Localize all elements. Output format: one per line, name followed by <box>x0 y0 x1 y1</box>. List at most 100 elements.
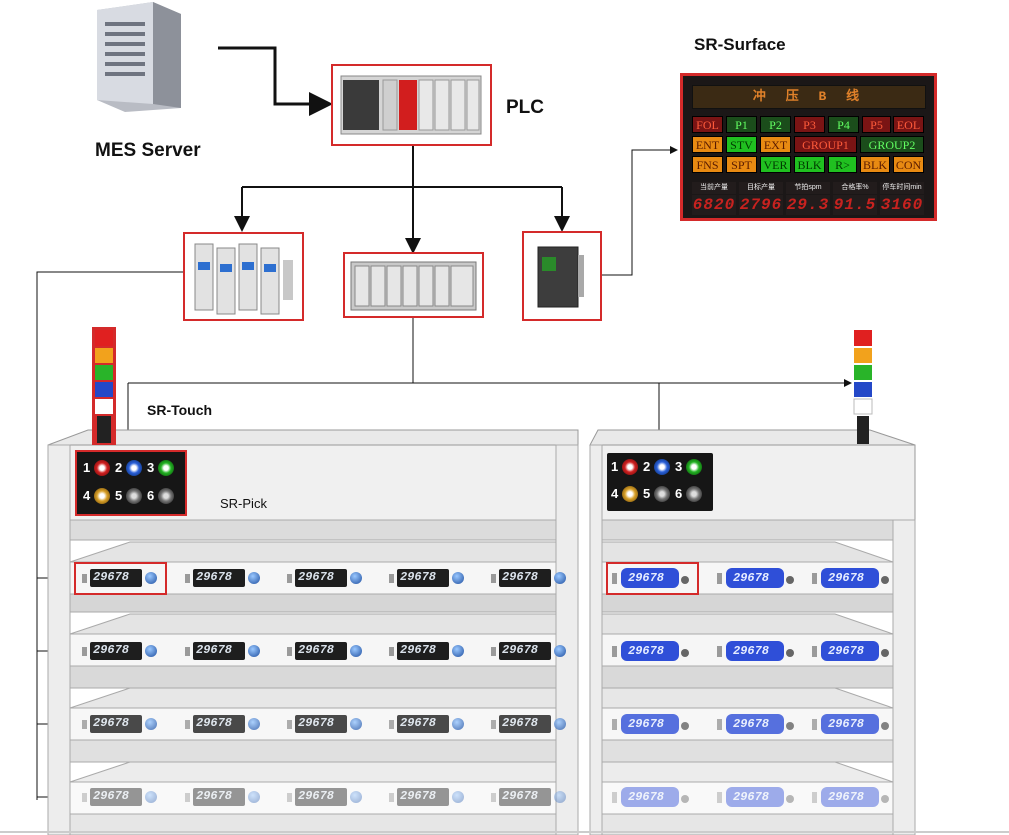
gray-button[interactable] <box>158 488 174 504</box>
yellow-button[interactable] <box>94 488 110 504</box>
pick-display[interactable]: 29678 <box>185 640 263 662</box>
confirm-button[interactable] <box>452 718 464 730</box>
confirm-button[interactable] <box>350 791 362 803</box>
pick-display[interactable]: 29678 <box>717 640 797 662</box>
confirm-button[interactable] <box>554 645 566 657</box>
pick-display[interactable]: 29678 <box>491 713 569 735</box>
sr-touch-panel-left[interactable]: 1 2 3 4 5 6 <box>75 450 187 516</box>
confirm-button[interactable] <box>786 649 794 657</box>
confirm-button[interactable] <box>145 645 157 657</box>
pick-display[interactable]: 29678 <box>389 786 467 808</box>
pick-display[interactable]: 29678 <box>287 640 365 662</box>
pick-display[interactable]: 29678 <box>185 713 263 735</box>
confirm-button[interactable] <box>786 576 794 584</box>
pick-display[interactable]: 29678 <box>812 786 889 808</box>
green-button[interactable] <box>686 459 702 475</box>
pick-display[interactable]: 29678 <box>812 713 889 735</box>
pick-display[interactable]: 29678 <box>612 713 692 735</box>
board-cell: P2 <box>760 116 791 133</box>
gray-button[interactable] <box>654 486 670 502</box>
confirm-button[interactable] <box>248 791 260 803</box>
sr-touch-label: SR-Touch <box>147 402 213 418</box>
confirm-button[interactable] <box>681 576 689 584</box>
confirm-button[interactable] <box>786 722 794 730</box>
confirm-button[interactable] <box>881 649 889 657</box>
tile-label: 当前产量 <box>692 182 736 194</box>
gray-button[interactable] <box>126 488 142 504</box>
pick-display[interactable]: 29678 <box>491 567 569 589</box>
sr-touch-panel-right[interactable]: 1 2 3 4 5 6 <box>607 453 713 511</box>
confirm-button[interactable] <box>881 722 889 730</box>
pick-display[interactable]: 29678 <box>82 640 160 662</box>
pick-display[interactable]: 29678 <box>389 713 467 735</box>
confirm-button[interactable] <box>452 572 464 584</box>
confirm-button[interactable] <box>681 795 689 803</box>
pick-number: 2 <box>643 459 651 474</box>
confirm-button[interactable] <box>554 791 566 803</box>
display-value: 29678 <box>400 570 437 584</box>
pick-display[interactable]: 29678 <box>612 640 692 662</box>
board-cell: FNS <box>692 156 723 173</box>
pick-number: 4 <box>611 486 619 501</box>
pick-display[interactable]: 29678 <box>287 567 365 589</box>
pick-display[interactable]: 29678 <box>82 567 160 589</box>
stack-light-icon <box>853 330 873 444</box>
confirm-button[interactable] <box>681 649 689 657</box>
confirm-button[interactable] <box>881 576 889 584</box>
tile-value: 29.3 <box>786 195 830 215</box>
confirm-button[interactable] <box>350 572 362 584</box>
confirm-button[interactable] <box>681 722 689 730</box>
yellow-button[interactable] <box>622 486 638 502</box>
confirm-button[interactable] <box>452 791 464 803</box>
green-button[interactable] <box>158 460 174 476</box>
pick-number: 6 <box>675 486 683 501</box>
red-button[interactable] <box>622 459 638 475</box>
board-cell: EOL <box>893 116 924 133</box>
pick-display[interactable]: 29678 <box>812 640 889 662</box>
gray-button[interactable] <box>686 486 702 502</box>
pick-display[interactable]: 29678 <box>389 640 467 662</box>
gateway-icon <box>537 246 584 308</box>
display-value: 29678 <box>196 570 233 584</box>
pick-display[interactable]: 29678 <box>389 567 467 589</box>
confirm-button[interactable] <box>248 645 260 657</box>
confirm-button[interactable] <box>248 718 260 730</box>
board-cell: R> <box>828 156 857 173</box>
tile-value: 91.5 <box>833 195 877 215</box>
blue-button[interactable] <box>654 459 670 475</box>
red-button[interactable] <box>94 460 110 476</box>
gateway-module <box>522 231 602 321</box>
pick-number: 3 <box>147 460 155 475</box>
display-value: 29678 <box>733 717 770 731</box>
pick-display[interactable]: 29678 <box>185 786 263 808</box>
confirm-button[interactable] <box>881 795 889 803</box>
confirm-button[interactable] <box>145 572 157 584</box>
pick-display[interactable]: 29678 <box>491 640 569 662</box>
sr-pick-highlight-right <box>606 562 699 595</box>
blue-button[interactable] <box>126 460 142 476</box>
confirm-button[interactable] <box>452 645 464 657</box>
pick-display[interactable]: 29678 <box>185 567 263 589</box>
stack-light-right <box>851 330 875 449</box>
board-cell: FOL <box>692 116 723 133</box>
confirm-button[interactable] <box>145 791 157 803</box>
confirm-button[interactable] <box>554 718 566 730</box>
pick-display[interactable]: 29678 <box>287 786 365 808</box>
pick-display[interactable]: 29678 <box>717 786 797 808</box>
confirm-button[interactable] <box>350 718 362 730</box>
confirm-button[interactable] <box>145 718 157 730</box>
confirm-button[interactable] <box>248 572 260 584</box>
pick-display[interactable]: 29678 <box>491 786 569 808</box>
confirm-button[interactable] <box>786 795 794 803</box>
display-value: 29678 <box>196 716 233 730</box>
pick-display[interactable]: 29678 <box>612 786 692 808</box>
pick-display[interactable]: 29678 <box>612 567 692 589</box>
confirm-button[interactable] <box>554 572 566 584</box>
confirm-button[interactable] <box>350 645 362 657</box>
pick-display[interactable]: 29678 <box>717 567 797 589</box>
pick-display[interactable]: 29678 <box>717 713 797 735</box>
pick-display[interactable]: 29678 <box>812 567 889 589</box>
pick-display[interactable]: 29678 <box>82 713 160 735</box>
pick-display[interactable]: 29678 <box>287 713 365 735</box>
pick-display[interactable]: 29678 <box>82 786 160 808</box>
